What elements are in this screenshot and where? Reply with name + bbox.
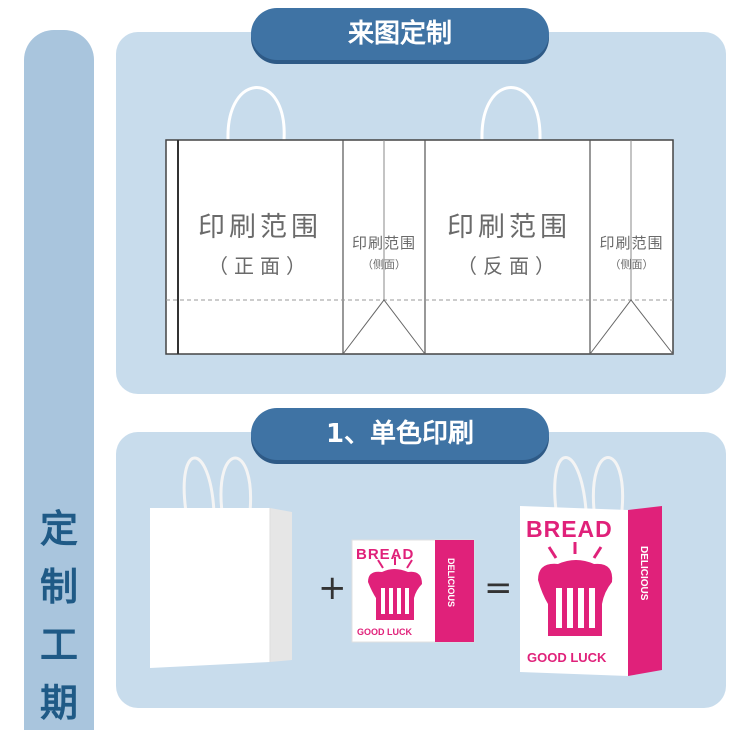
- result-bag-heading: BREAD: [526, 516, 613, 542]
- plain-white-bag: [150, 456, 292, 668]
- print-area-back-sub: （反面）: [457, 254, 561, 278]
- bag-body-outline: [165, 139, 674, 355]
- print-area-back: 印刷范围 （反面）: [428, 205, 590, 279]
- print-area-front: 印刷范围 （正面）: [180, 205, 340, 279]
- design-card-side-text: DELICIOUS: [446, 558, 456, 608]
- handle-back: [480, 86, 542, 141]
- print-area-side-left-sub: （侧面）: [362, 258, 406, 271]
- print-area-side-left-label: 印刷范围: [351, 234, 416, 252]
- result-bag-footer: GOOD LUCK: [527, 650, 607, 665]
- result-bag-side-text: DELICIOUS: [638, 546, 649, 601]
- side-title-char-3: 工: [39, 623, 78, 667]
- print-area-front-label: 印刷范围: [198, 212, 322, 243]
- bread-icon-large: [538, 542, 613, 636]
- print-area-side-right: 印刷范围 （侧面）: [590, 232, 673, 272]
- design-card-footer: GOOD LUCK: [357, 627, 412, 637]
- print-area-side-right-sub: （侧面）: [609, 258, 654, 271]
- plus-sign: +: [318, 568, 347, 608]
- print-area-side-right-label: 印刷范围: [599, 234, 664, 252]
- bread-icon: [368, 557, 422, 620]
- gusset-triangle-left: [342, 299, 426, 355]
- side-title-char-1: 定: [39, 507, 78, 551]
- equals-sign: =: [484, 568, 513, 608]
- side-title-char-2: 制: [39, 565, 78, 609]
- design-card-heading: BREAD: [356, 546, 415, 563]
- design-card: [351, 539, 475, 643]
- side-title-char-4: 期: [39, 681, 78, 725]
- side-bar: 定 制 工 期: [24, 30, 94, 730]
- print-area-front-sub: （正面）: [208, 254, 312, 278]
- print-area-side-left: 印刷范围 （侧面）: [343, 232, 425, 272]
- handle-front: [226, 86, 286, 141]
- gusset-triangle-right: [589, 299, 674, 355]
- section-title-single-color: 1、单色印刷: [251, 408, 549, 460]
- print-area-back-label: 印刷范围: [447, 212, 571, 243]
- section-title-custom: 来图定制: [251, 8, 549, 60]
- printed-result-bag: [520, 456, 662, 676]
